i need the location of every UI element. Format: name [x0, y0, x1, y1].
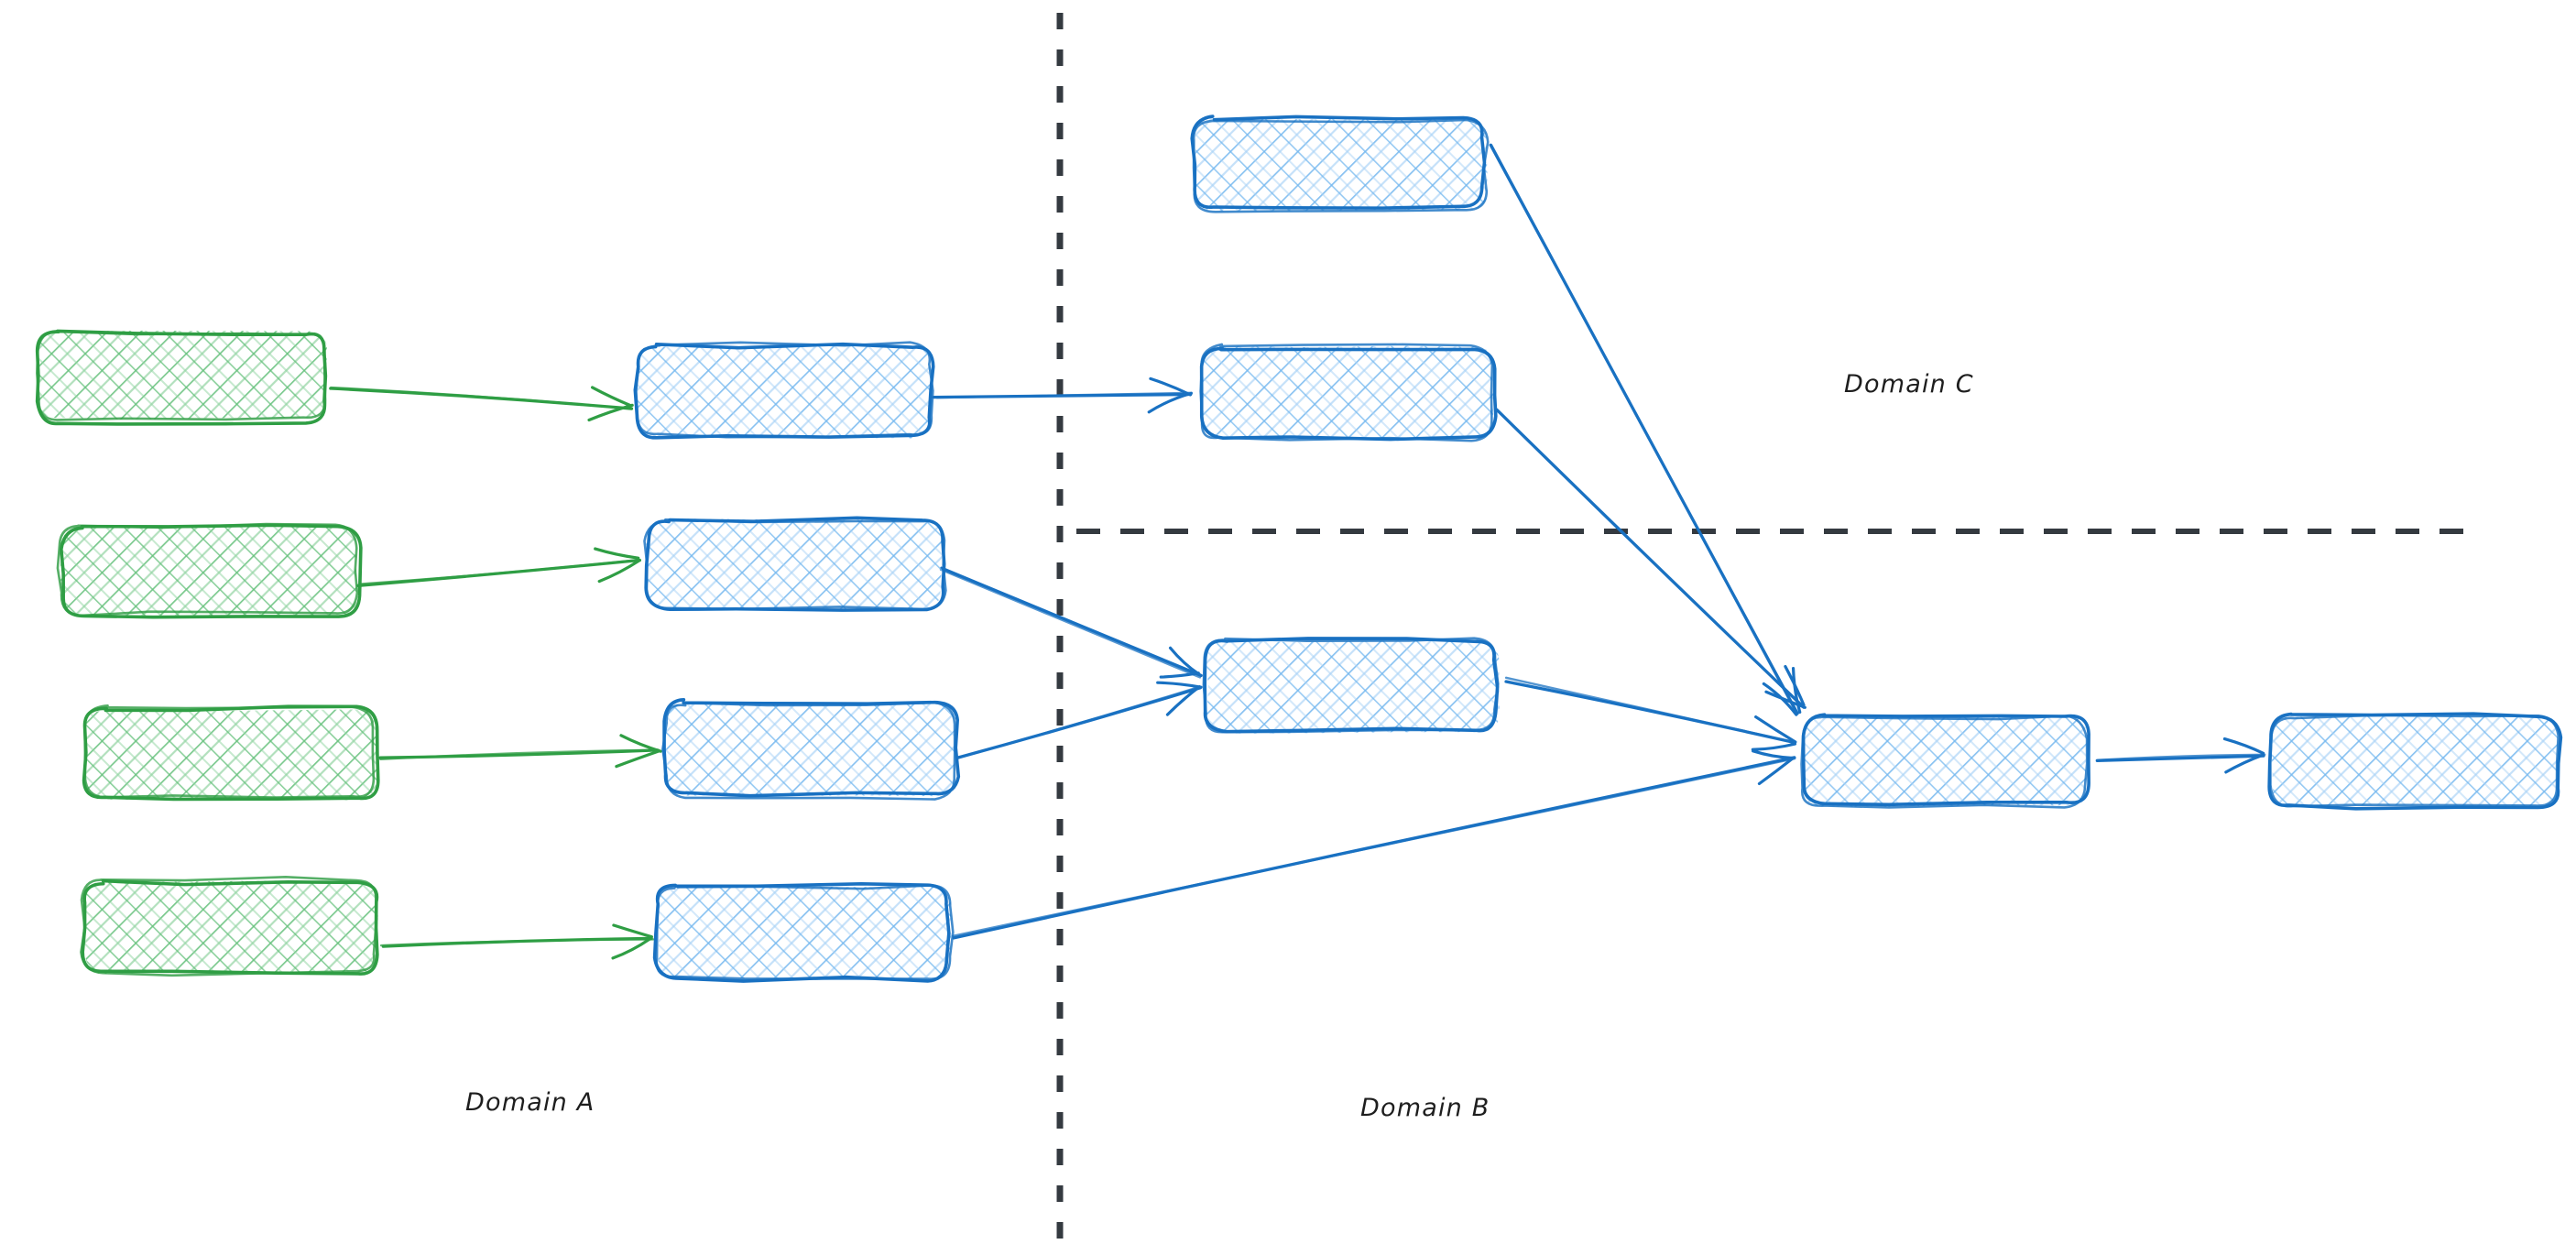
arrow-head-stroke: [2224, 753, 2265, 774]
node-fill-hatch-b: [84, 880, 378, 974]
node-a1[interactable]: [35, 329, 328, 426]
edge-stroke-secondary: [1504, 676, 1795, 744]
arrow-head-stroke: [1764, 690, 1806, 709]
node-outline: [635, 341, 934, 439]
node-outline: [2269, 714, 2560, 808]
edges-layer: [329, 143, 2266, 960]
edge-b2-c3: [939, 566, 1203, 679]
edge-stroke-secondary: [2097, 753, 2266, 761]
node-outline: [655, 884, 955, 980]
node-b3[interactable]: [661, 698, 961, 801]
node-fill-hatch-b: [84, 709, 377, 801]
node-outline: [643, 518, 947, 611]
edge-stroke-secondary: [359, 558, 640, 585]
node-fill-hatch-b: [38, 330, 328, 420]
arrow-head-stroke: [594, 547, 640, 560]
edge-a2-b2: [356, 547, 641, 587]
edge-d1-d2: [2095, 737, 2266, 774]
arrow-head-stroke: [590, 386, 632, 408]
node-b4[interactable]: [652, 882, 955, 983]
node-a4[interactable]: [80, 876, 379, 977]
node-outline: [661, 701, 956, 801]
arrow-head-stroke: [597, 559, 641, 584]
arrow-head-stroke: [1165, 685, 1201, 716]
arrow-head-stroke: [1159, 671, 1200, 679]
domain-label-c: Domain C: [1844, 370, 1974, 398]
domain-labels-layer: Domain A Domain B Domain C: [465, 370, 1974, 1122]
arrow-head-stroke: [1156, 681, 1203, 689]
node-a3[interactable]: [82, 704, 380, 802]
node-outline: [1202, 637, 1500, 734]
node-outline: [83, 704, 376, 799]
node-outline: [36, 330, 327, 421]
node-outline: [60, 523, 363, 619]
node-c3[interactable]: [1202, 637, 1501, 734]
node-b1[interactable]: [633, 341, 935, 440]
edge-c2-d1: [1495, 408, 1806, 709]
domain-dividers: [1056, 13, 2464, 1242]
arrow-head-stroke: [1752, 749, 1795, 760]
edge-b1-c2: [932, 376, 1193, 414]
arrow-head-stroke: [1784, 664, 1806, 707]
edge-c3-d1: [1504, 676, 1797, 751]
arrow-head-stroke: [611, 937, 651, 960]
node-outline: [662, 698, 961, 798]
node-outline: [80, 876, 377, 977]
arrow-head-stroke: [1751, 742, 1797, 751]
node-fill-hatch-b: [657, 886, 952, 979]
arrow-head-stroke: [619, 734, 662, 753]
arrow-head-stroke: [1149, 376, 1192, 397]
edge-stroke-secondary: [379, 748, 660, 760]
node-fill-hatch-b: [637, 344, 931, 439]
node-b2[interactable]: [643, 516, 947, 612]
node-outline: [1199, 343, 1494, 442]
arrow-head-stroke: [615, 749, 660, 769]
node-fill-hatch-b: [663, 702, 956, 797]
node-fill-hatch-b: [1195, 117, 1489, 212]
domain-label-a: Domain A: [465, 1088, 595, 1117]
edge-stroke-secondary: [935, 391, 1193, 399]
node-fill-hatch-b: [645, 518, 943, 610]
edge-stroke-secondary: [379, 938, 655, 947]
nodes-layer: [35, 115, 2563, 983]
edge-stroke-secondary: [1496, 409, 1805, 707]
edge-b4-d1: [951, 749, 1796, 940]
edge-stroke-secondary: [330, 386, 633, 410]
arrow-head-stroke: [1168, 646, 1201, 676]
domain-label-b: Domain B: [1360, 1094, 1490, 1122]
node-a2[interactable]: [56, 522, 363, 619]
edge-stroke-secondary: [957, 685, 1201, 759]
edge-stroke-primary: [940, 566, 1203, 678]
edge-c1-d1: [1489, 143, 1802, 716]
arrow-head-stroke: [612, 923, 653, 939]
arrow-head-stroke: [2222, 737, 2265, 755]
edge-stroke-secondary: [1490, 144, 1798, 715]
node-d1[interactable]: [1800, 713, 2090, 809]
edge-a4-b4: [379, 923, 655, 960]
node-fill-hatch-b: [1802, 715, 2088, 807]
node-fill-hatch-b: [2271, 715, 2558, 808]
edge-a1-b1: [329, 386, 634, 422]
node-fill-hatch-b: [1200, 345, 1494, 439]
arrow-head-stroke: [1791, 667, 1802, 715]
node-outline: [1192, 118, 1490, 213]
node-outline: [1800, 715, 2089, 809]
arrow-head-stroke: [1757, 757, 1795, 786]
edge-b3-c3: [956, 681, 1203, 759]
node-c2[interactable]: [1199, 343, 1498, 442]
node-outline: [56, 522, 359, 617]
node-fill-hatch-b: [60, 526, 357, 617]
arrow-head-stroke: [1754, 715, 1797, 744]
edge-stroke-secondary: [951, 757, 1796, 937]
node-fill-hatch-b: [1206, 639, 1501, 734]
edge-stroke-secondary: [939, 568, 1202, 679]
edge-a3-b3: [378, 734, 662, 769]
node-c1[interactable]: [1190, 115, 1490, 213]
node-d2[interactable]: [2267, 712, 2563, 811]
arrow-head-stroke: [587, 403, 634, 422]
